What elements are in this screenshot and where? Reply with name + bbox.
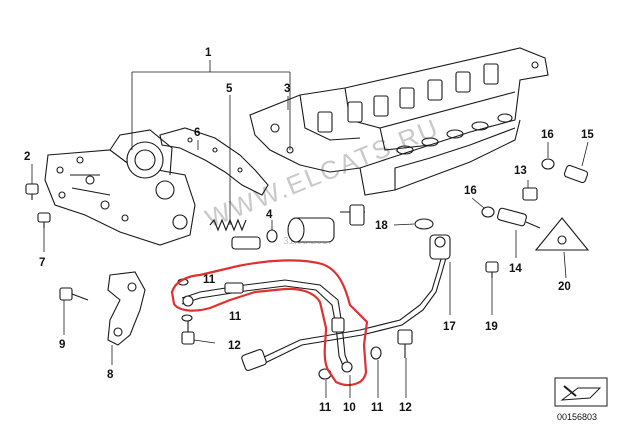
callout-8: 8 xyxy=(107,369,114,381)
figure-id: 00156803 xyxy=(557,412,597,422)
callout-16-b: 16 xyxy=(464,185,477,197)
gasket-6-drawing xyxy=(159,127,269,196)
bolt-12b-drawing xyxy=(397,329,413,358)
cylinder-head-drawing xyxy=(249,47,549,196)
callout-16-a: 16 xyxy=(541,129,554,141)
washer-11b-drawing xyxy=(181,314,193,322)
callout-19: 19 xyxy=(485,321,498,333)
callout-4: 4 xyxy=(266,209,273,221)
callout-14: 14 xyxy=(509,263,522,275)
callout-9: 9 xyxy=(59,339,65,351)
seal-ring-18-drawing xyxy=(414,218,434,230)
callout-6: 6 xyxy=(194,127,200,139)
bolt-2-drawing xyxy=(25,183,39,200)
callout-15: 15 xyxy=(581,129,594,141)
callout-10: 10 xyxy=(343,402,356,414)
pipe-highlight-outline xyxy=(170,259,369,387)
bracket-8-drawing xyxy=(107,271,146,346)
callout-5: 5 xyxy=(226,83,233,95)
callout-12-a: 12 xyxy=(228,340,241,352)
plug-15-drawing xyxy=(563,164,589,184)
bolt-19-drawing xyxy=(485,261,499,278)
figure-id-box: 00156803 xyxy=(554,377,608,422)
warning-label-20-drawing xyxy=(534,217,590,251)
bolt-7-drawing xyxy=(37,212,51,228)
callout-18: 18 xyxy=(375,220,388,232)
plunger-drawing xyxy=(231,236,261,250)
washer-11d-drawing xyxy=(370,346,382,360)
sensor-14-drawing xyxy=(497,207,541,229)
bolt-13-drawing xyxy=(522,187,538,201)
seal-ring-4-drawing xyxy=(266,229,278,243)
callout-7: 7 xyxy=(39,257,45,269)
callout-11-b: 11 xyxy=(229,311,242,323)
callout-1: 1 xyxy=(205,47,212,59)
sensor-17-drawing xyxy=(241,234,451,371)
vanos-unit-drawing xyxy=(44,129,196,246)
callout-13: 13 xyxy=(514,165,527,177)
callout-2: 2 xyxy=(24,151,30,163)
callout-20: 20 xyxy=(558,281,571,293)
callout-11-c: 11 xyxy=(319,402,332,414)
callout-11-d: 11 xyxy=(371,402,384,414)
leader-lines xyxy=(31,60,589,398)
washer-16a-drawing xyxy=(541,158,555,170)
solenoid-valve-drawing xyxy=(287,204,365,243)
callout-3: 3 xyxy=(284,83,290,95)
spring-5-drawing xyxy=(209,218,247,232)
bolt-12a-drawing xyxy=(181,320,195,345)
bolt-9-drawing xyxy=(59,287,89,301)
oil-pipe-10-drawing xyxy=(181,279,353,373)
callout-11-a: 11 xyxy=(203,274,216,286)
callout-12-b: 12 xyxy=(399,402,412,414)
callout-numbers: 1 2 3 4 5 6 7 8 9 10 11 11 11 11 12 12 1… xyxy=(24,47,594,414)
washer-16b-drawing xyxy=(481,206,495,218)
callout-17: 17 xyxy=(443,321,456,333)
